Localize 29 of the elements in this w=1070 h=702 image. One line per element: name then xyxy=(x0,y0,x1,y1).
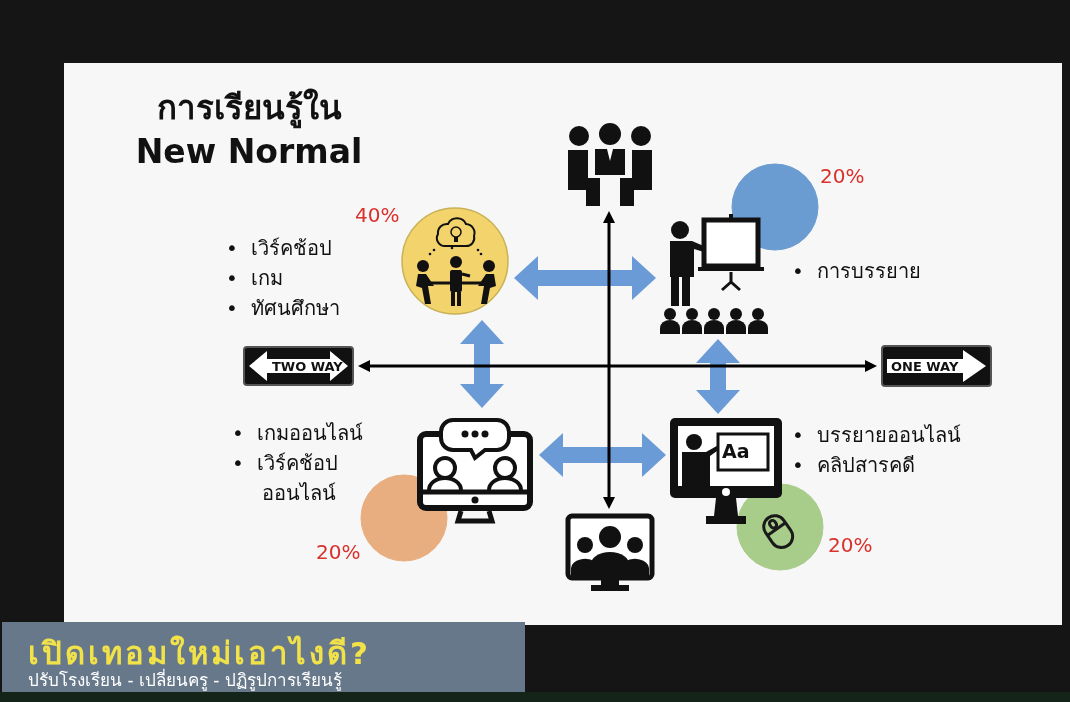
diagram-title: การเรียนรู้ใน New Normal xyxy=(134,87,364,173)
sign-label: ONE WAY xyxy=(891,359,959,374)
bullet-item: • เวิร์คช้อป xyxy=(226,235,333,262)
sign-label: TWO WAY xyxy=(272,359,343,374)
bullet-item: • เกมออนไลน์ xyxy=(232,420,364,447)
board-text: Aa xyxy=(722,440,750,462)
group-discussion-icon xyxy=(400,206,510,316)
percentage-label: 20% xyxy=(316,540,361,564)
axis-arrow xyxy=(603,211,615,509)
one-way-sign xyxy=(881,345,992,387)
meeting-icon xyxy=(565,122,655,207)
bullet-item: • คลิปสารคดี xyxy=(792,452,916,479)
bullet-item: • การบรรยาย xyxy=(792,258,922,285)
bullet-item: • เวิร์คช้อป ออนไลน์ xyxy=(232,450,339,507)
double-arrow xyxy=(514,256,656,300)
axis-arrow xyxy=(358,360,877,372)
online-lecture-icon xyxy=(670,418,782,525)
banner-subtitle: ปรับโรงเรียน - เปลี่ยนครู - ปฏิรูปการเรียนรู้ xyxy=(28,667,342,693)
percentage-label: 40% xyxy=(355,203,400,227)
double-arrow xyxy=(696,339,740,414)
double-arrow xyxy=(460,320,504,408)
two-way-sign xyxy=(243,346,354,386)
double-arrow xyxy=(539,433,666,477)
bullet-item: • บรรยายออนไลน์ xyxy=(792,422,962,449)
bullet-item: • ทัศนศึกษา xyxy=(226,295,341,322)
video-conference-icon xyxy=(565,513,655,591)
percentage-label: 20% xyxy=(820,164,865,188)
percentage-label: 20% xyxy=(828,533,873,557)
bullet-item: • เกม xyxy=(226,265,284,292)
